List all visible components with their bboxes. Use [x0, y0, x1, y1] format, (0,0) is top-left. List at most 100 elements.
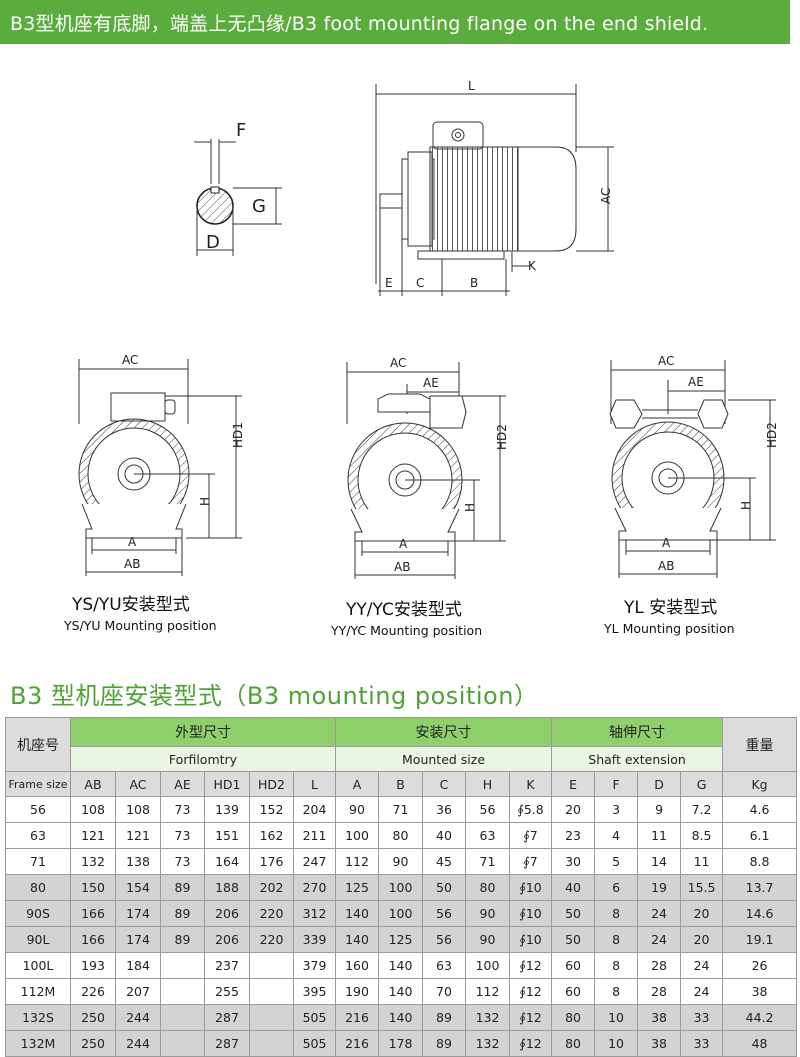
table-cell: 56 [465, 796, 510, 823]
table-cell: 4 [594, 822, 639, 849]
table-cell: 90 [465, 900, 510, 927]
table-cell: 174 [115, 900, 161, 927]
table-cell: 220 [249, 926, 294, 953]
technical-drawings: F G D L AC E C B K [63, 79, 779, 638]
table-cell: 90 [335, 796, 379, 823]
table-cell: 206 [204, 926, 250, 953]
view1-dim-ab: AB [124, 557, 140, 571]
view1-dim-hd1: HD1 [231, 422, 245, 448]
table-cell: 63 [465, 822, 510, 849]
table-cell: 33 [680, 1004, 724, 1031]
view3-caption-cn: YL 安装型式 [623, 598, 717, 618]
table-cell: 8 [594, 978, 639, 1005]
table-cell: 8 [594, 952, 639, 979]
table-cell: ∮10 [508, 900, 553, 927]
table-cell: 287 [204, 1030, 250, 1057]
table-cell: 176 [249, 848, 294, 875]
frame-size-cell: 112M [5, 978, 71, 1005]
table-cell: 151 [204, 822, 250, 849]
view3-dim-h: H [739, 501, 753, 510]
table-cell: 14.6 [722, 900, 798, 927]
table-cell: 100 [378, 874, 423, 901]
table-cell: 40 [422, 822, 466, 849]
table-cell [249, 952, 294, 979]
table-cell: 13.7 [722, 874, 798, 901]
table-cell: 140 [335, 926, 379, 953]
table-cell: 202 [249, 874, 294, 901]
side-label-k: K [528, 259, 537, 273]
table-cell: ∮12 [508, 978, 553, 1005]
table-cell: 70 [422, 978, 466, 1005]
table-cell: 112 [465, 978, 510, 1005]
table-cell: 207 [115, 978, 161, 1005]
table-cell: 287 [204, 1004, 250, 1031]
table-cell: 244 [115, 1004, 161, 1031]
table-cell: 6.1 [722, 822, 798, 849]
view1-caption-en: YS/YU Mounting position [63, 618, 217, 633]
table-cell [160, 1030, 205, 1057]
table-cell: 80 [551, 1004, 596, 1031]
header-frame-size: Frame size [5, 771, 71, 797]
table-cell: 166 [70, 926, 116, 953]
header-group-mounting-cn: 安装尺寸 [334, 717, 553, 747]
table-cell: 132 [70, 848, 116, 875]
table-cell: 174 [115, 926, 161, 953]
table-cell: 24 [637, 900, 682, 927]
table-cell: 38 [722, 978, 798, 1005]
table-cell: ∮12 [508, 1004, 553, 1031]
table-cell: 73 [160, 796, 205, 823]
view3-caption-en: YL Mounting position [603, 621, 735, 636]
side-label-c: C [416, 276, 424, 290]
side-label-ac: AC [599, 188, 613, 204]
table-cell: 211 [293, 822, 336, 849]
column-header: H [465, 771, 510, 797]
table-cell: ∮12 [508, 952, 553, 979]
table-cell: 11 [637, 822, 682, 849]
table-cell: 50 [551, 926, 596, 953]
table-cell: ∮12 [508, 1030, 553, 1057]
table-cell: 89 [160, 874, 205, 901]
table-cell: 71 [465, 848, 510, 875]
view2-dim-ac: AC [390, 356, 406, 370]
frame-size-cell: 132S [5, 1004, 71, 1031]
table-cell: 216 [335, 1004, 379, 1031]
table-cell: 14 [637, 848, 682, 875]
table-cell: 8 [594, 926, 639, 953]
table-cell: 8.8 [722, 848, 798, 875]
header-group-outline-cn: 外型尺寸 [70, 717, 336, 747]
table-cell: 6 [594, 874, 639, 901]
column-header: AC [115, 771, 161, 797]
section-title: B3 型机座安装型式（B3 mounting position） [10, 682, 539, 710]
table-cell: 73 [160, 822, 205, 849]
view1-dim-ac: AC [122, 353, 138, 367]
column-header: HD2 [249, 771, 294, 797]
table-cell: 20 [680, 900, 724, 927]
table-cell [160, 1004, 205, 1031]
shaft-label-g: G [252, 196, 266, 217]
frame-size-cell: 63 [5, 822, 71, 849]
table-cell: 40 [551, 874, 596, 901]
table-cell: 73 [160, 848, 205, 875]
column-header: B [378, 771, 423, 797]
table-cell: 505 [293, 1004, 336, 1031]
column-header: A [335, 771, 379, 797]
table-cell: 193 [70, 952, 116, 979]
view3-dim-ab: AB [658, 559, 674, 573]
table-cell: 15.5 [680, 874, 724, 901]
table-cell: 188 [204, 874, 250, 901]
header-frame-cn: 机座号 [5, 717, 71, 772]
table-cell: 244 [115, 1030, 161, 1057]
table-cell: ∮5.8 [508, 796, 553, 823]
header-bar: B3型机座有底脚，端盖上无凸缘/B3 foot mounting flange … [0, 0, 790, 44]
table-cell [249, 978, 294, 1005]
view2-caption-cn: YY/YC安装型式 [345, 600, 462, 620]
column-header: D [637, 771, 682, 797]
header-title: B3型机座有底脚，端盖上无凸缘/B3 foot mounting flange … [10, 12, 709, 35]
view3-dim-ae: AE [688, 375, 704, 389]
table-cell: ∮7 [508, 822, 553, 849]
